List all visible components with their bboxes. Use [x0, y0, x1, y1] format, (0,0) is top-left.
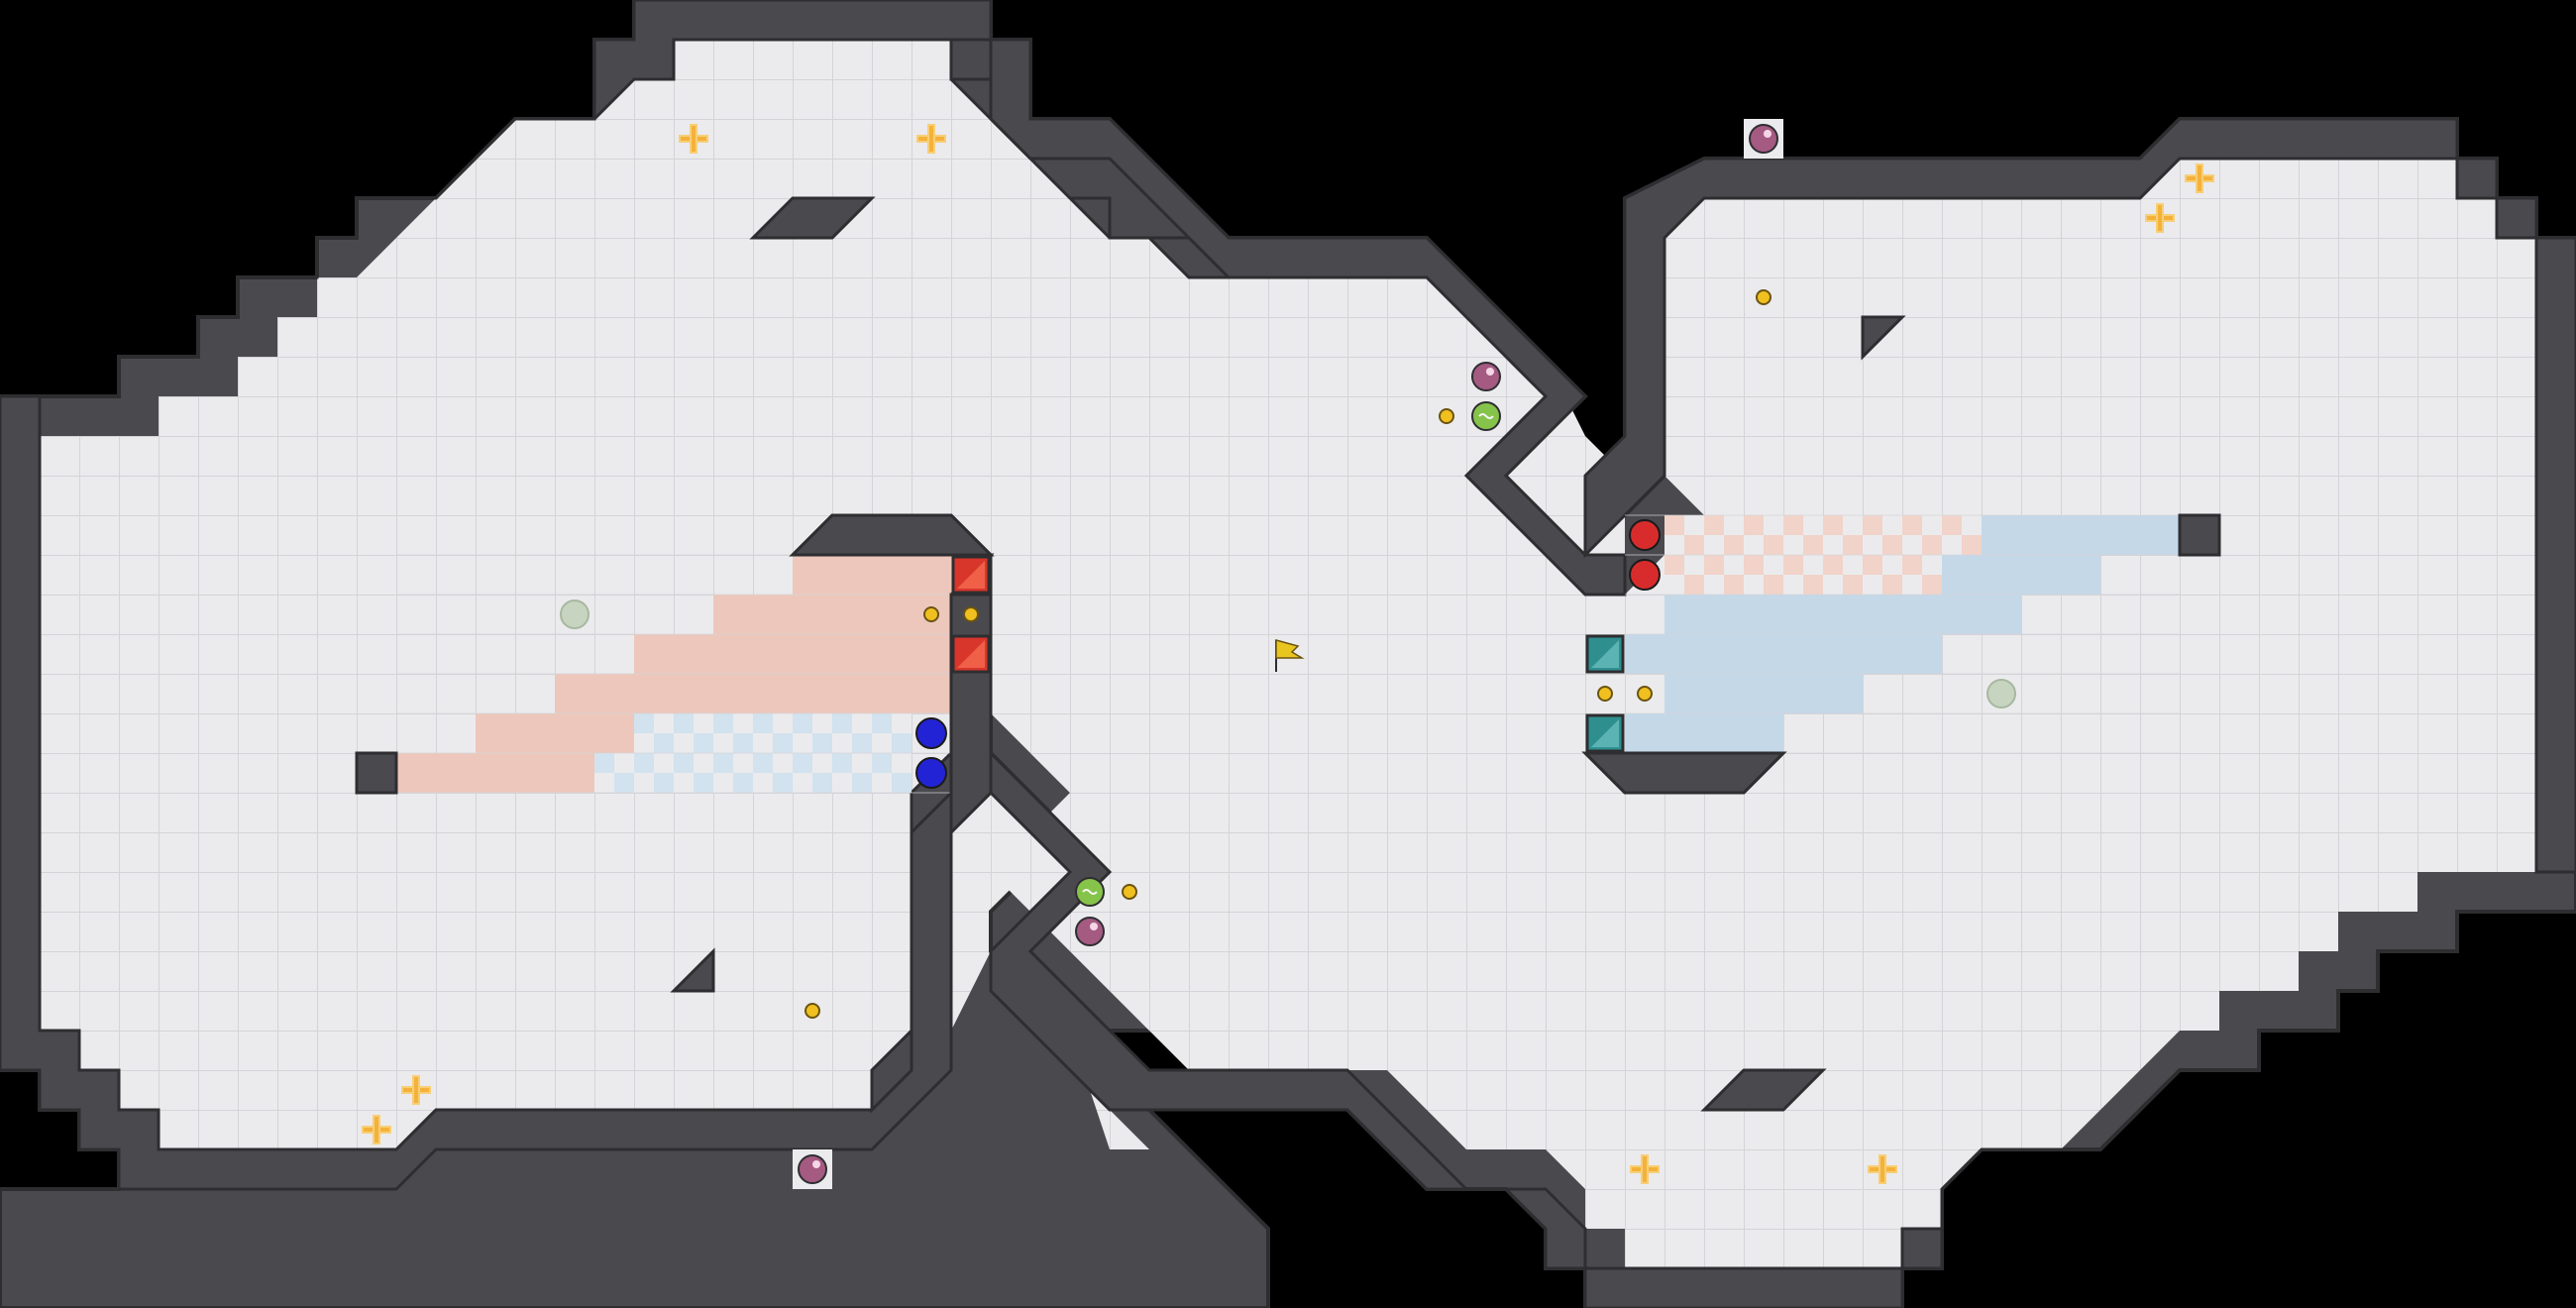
obstacle-tri-left — [670, 947, 715, 993]
red-zone-row-1 — [793, 555, 951, 595]
obstacle-top-left-diag — [749, 196, 876, 240]
powerup-icon[interactable] — [1471, 362, 1501, 391]
pellet-icon — [963, 606, 979, 622]
wall-right-top — [1583, 117, 2538, 559]
boost-pad-icon — [2185, 164, 2214, 193]
portal-icon — [560, 600, 590, 629]
portal-icon — [1986, 679, 2016, 708]
left-team-zones — [396, 555, 951, 793]
red-zone-row-2 — [713, 595, 951, 634]
red-zone-row-6 — [396, 753, 594, 793]
obstacles — [355, 196, 2221, 1112]
boost-pad-icon — [362, 1115, 391, 1144]
boost-pad-icon — [2145, 203, 2175, 233]
obstacle-red-base-top — [789, 513, 995, 557]
flag-icon[interactable] — [1275, 639, 1305, 672]
boost-pads — [362, 124, 2214, 1184]
powerup-icon[interactable] — [1471, 401, 1501, 431]
gate-icon — [951, 634, 991, 674]
blue-checker-row-2 — [594, 753, 912, 793]
obstacle-left-pillar — [949, 593, 993, 836]
obstacle-bottom-right-diag — [1700, 1068, 1827, 1112]
boost-pad-icon — [1868, 1154, 1897, 1184]
obstacle-blue-base-bottom — [1581, 751, 1787, 795]
powerup-icon[interactable] — [793, 1149, 832, 1189]
powerup-icon[interactable] — [1075, 917, 1105, 946]
boost-pad-icon — [679, 124, 708, 154]
wall-mid-lower — [989, 236, 2576, 1308]
blue-zone-row-2 — [1942, 555, 2100, 595]
player-ball-icon[interactable] — [915, 757, 947, 789]
red-zone-row-5 — [476, 713, 634, 753]
purple-powerups — [793, 119, 1783, 1189]
pellet-icon — [1756, 289, 1771, 305]
right-team-zones — [1625, 515, 2180, 753]
blue-zone-row-1 — [1982, 515, 2180, 555]
red-zone-row-4 — [555, 674, 951, 713]
wall-top-left-cap — [0, 0, 1231, 438]
boost-pad-icon — [401, 1075, 431, 1105]
green-powerups — [1075, 401, 1501, 907]
pellet-icon — [805, 1003, 820, 1019]
zone-grid-overlay — [396, 514, 2180, 794]
player-ball-icon[interactable] — [915, 717, 947, 749]
gate-icon — [951, 555, 991, 595]
blue-checker-row-1 — [634, 713, 912, 753]
player-ball-icon[interactable] — [1629, 559, 1661, 591]
pellet-icon — [923, 606, 939, 622]
gates — [951, 555, 1625, 753]
powerup-icon[interactable] — [1075, 877, 1105, 907]
red-zone-row-3 — [634, 634, 951, 674]
blue-zone-row-6 — [1625, 713, 1783, 753]
red-checker-row-2 — [1664, 555, 1942, 595]
pellet-icon — [1597, 686, 1613, 702]
pellets — [805, 289, 1771, 1019]
players — [915, 519, 1661, 789]
red-checker-row-1 — [1664, 515, 1982, 555]
player-ball-icon[interactable] — [1629, 519, 1661, 551]
center-floor-lower — [991, 634, 1625, 1070]
pellet-icon — [1439, 408, 1454, 424]
boost-pad-icon — [916, 124, 946, 154]
gate-icon — [1585, 634, 1625, 674]
pellet-icon — [1122, 884, 1137, 900]
powerup-icon[interactable] — [1744, 119, 1783, 159]
gate-icon — [1585, 713, 1625, 753]
obstacle-block-left — [355, 751, 398, 795]
portals — [560, 600, 2016, 708]
pellet-icon — [1637, 686, 1653, 702]
blue-zone-row-4 — [1625, 634, 1942, 674]
obstacle-block-right — [2178, 513, 2221, 557]
obstacle-tri-right — [1861, 315, 1906, 361]
boost-pad-icon — [1630, 1154, 1660, 1184]
blue-zone-row-3 — [1664, 595, 2021, 634]
blue-zone-row-5 — [1664, 674, 1863, 713]
